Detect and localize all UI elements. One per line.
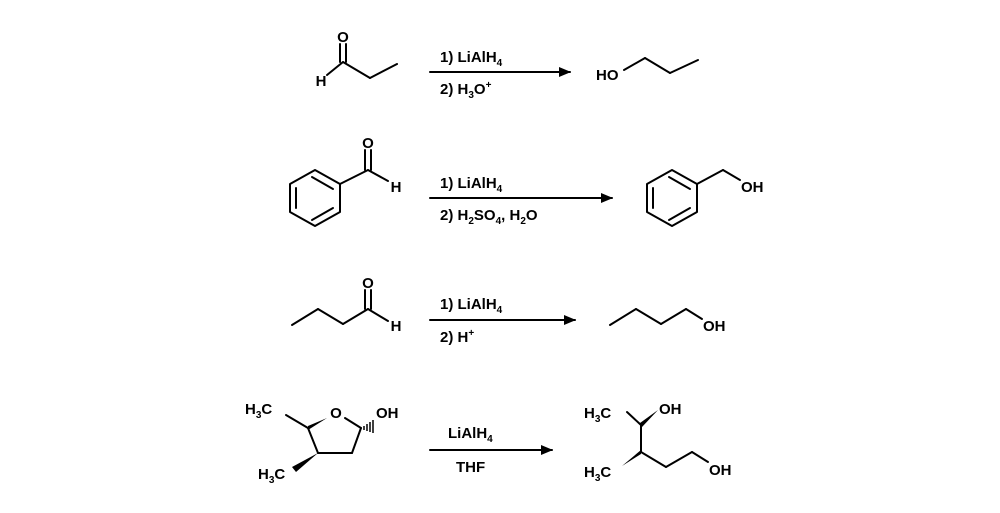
methyl-label-bottom: H3C <box>584 464 611 484</box>
methyl-label-top: H3C <box>245 401 272 421</box>
lactol-structure: O OH H3C H3C <box>245 401 399 486</box>
diol-structure: H3C OH H3C OH <box>584 401 732 484</box>
reagent-1-line-2: 2) H3O+ <box>440 80 492 101</box>
reagent-4-line-2: THF <box>456 459 485 476</box>
aldehyde-hydrogen-label: H <box>316 73 327 90</box>
methyl-label-top: H3C <box>584 405 611 425</box>
methyl-label-bottom: H3C <box>258 466 285 486</box>
aldehyde-hydrogen-label: H <box>391 179 402 196</box>
butanal-structure: O H <box>291 275 402 335</box>
butanol-structure: OH <box>609 308 726 335</box>
aldehyde-hydrogen-label: H <box>391 318 402 335</box>
reaction-2: O H 1) LiAlH4 2) H2SO4, H2O OH <box>289 135 764 227</box>
reagent-3-line-2: 2) H+ <box>440 328 474 346</box>
hydroxyl-label: OH <box>741 179 764 196</box>
hydroxyl-label: OH <box>376 405 399 422</box>
primary-hydroxyl-label: OH <box>709 462 732 479</box>
hydroxyl-label: HO <box>596 67 619 84</box>
reaction-3: O H 1) LiAlH4 2) H+ OH <box>291 275 726 346</box>
reaction-4: O OH H3C H3C LiAlH4 THF H3C OH H3C OH <box>245 401 732 486</box>
reagent-3-line-1: 1) LiAlH4 <box>440 296 503 316</box>
carbonyl-oxygen-label: O <box>337 29 349 46</box>
ring-oxygen-label: O <box>330 405 342 422</box>
propanol-structure: HO <box>596 57 699 84</box>
reagent-1-line-1: 1) LiAlH4 <box>440 49 503 69</box>
reagent-2-line-1: 1) LiAlH4 <box>440 175 503 195</box>
reagent-4-line-1: LiAlH4 <box>448 425 493 445</box>
carbonyl-oxygen-label: O <box>362 275 374 292</box>
benzyl-alcohol-structure: OH <box>646 169 764 227</box>
reagent-2-line-2: 2) H2SO4, H2O <box>440 207 538 227</box>
benzaldehyde-structure: O H <box>289 135 402 227</box>
carbonyl-oxygen-label: O <box>362 135 374 152</box>
reaction-1: O H 1) LiAlH4 2) H3O+ HO <box>316 29 699 101</box>
hydroxyl-label: OH <box>703 318 726 335</box>
propanal-structure: O H <box>316 29 398 90</box>
secondary-hydroxyl-label: OH <box>659 401 682 418</box>
